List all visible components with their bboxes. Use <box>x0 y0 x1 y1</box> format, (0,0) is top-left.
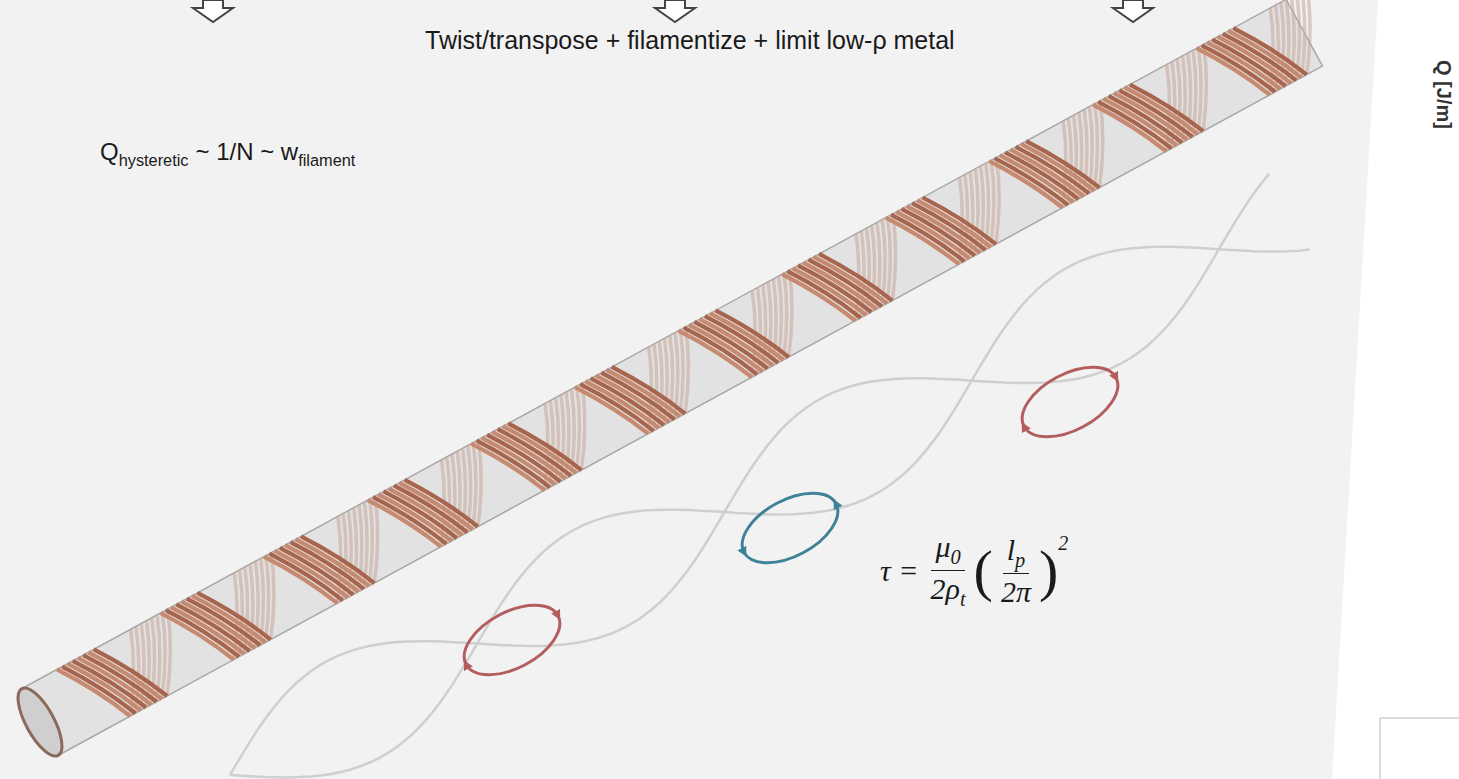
subscript: 0 <box>950 546 960 568</box>
numerator: μ0 <box>931 530 964 571</box>
cable <box>10 0 1344 762</box>
axis-title: Q [J/m] <box>1433 60 1455 129</box>
subscript: filament <box>298 151 355 169</box>
parenthesis: ( <box>974 537 993 604</box>
exponent: 2 <box>1058 532 1068 555</box>
symbol: τ = <box>880 554 918 588</box>
fraction: μ02ρt <box>926 530 969 611</box>
scaling-relation: Qhysteretic ~ 1/N ~ wfilament <box>100 138 355 170</box>
relation-text: ~ 1/N ~ w <box>195 138 298 165</box>
heading-text: Twist/transpose + filamentize + limit lo… <box>425 26 955 54</box>
parenthesis: ) <box>1039 537 1058 604</box>
denominator: 2π <box>997 574 1035 609</box>
subscript: p <box>1015 549 1025 571</box>
time-constant-formula: τ =μ02ρt(lp2π)2 <box>880 530 1068 611</box>
symbol: μ <box>935 530 950 563</box>
subscript: t <box>960 588 966 610</box>
down-arrows <box>193 0 1153 22</box>
symbol: 2ρ <box>930 572 959 605</box>
subscript: hysteretic <box>119 151 189 169</box>
strategy-heading: Twist/transpose + filamentize + limit lo… <box>425 26 955 55</box>
numerator: lp <box>1003 533 1030 574</box>
denominator: 2ρt <box>926 571 969 611</box>
symbol: l <box>1007 533 1015 566</box>
axis-label: Q [J/m] <box>1432 60 1455 129</box>
symbol: Q <box>100 138 119 165</box>
fraction: lp2π <box>997 533 1035 609</box>
background-panel <box>0 0 1378 779</box>
chart-frame <box>1380 718 1459 779</box>
current-paths <box>204 163 1315 779</box>
symbol: 2π <box>1001 575 1031 608</box>
